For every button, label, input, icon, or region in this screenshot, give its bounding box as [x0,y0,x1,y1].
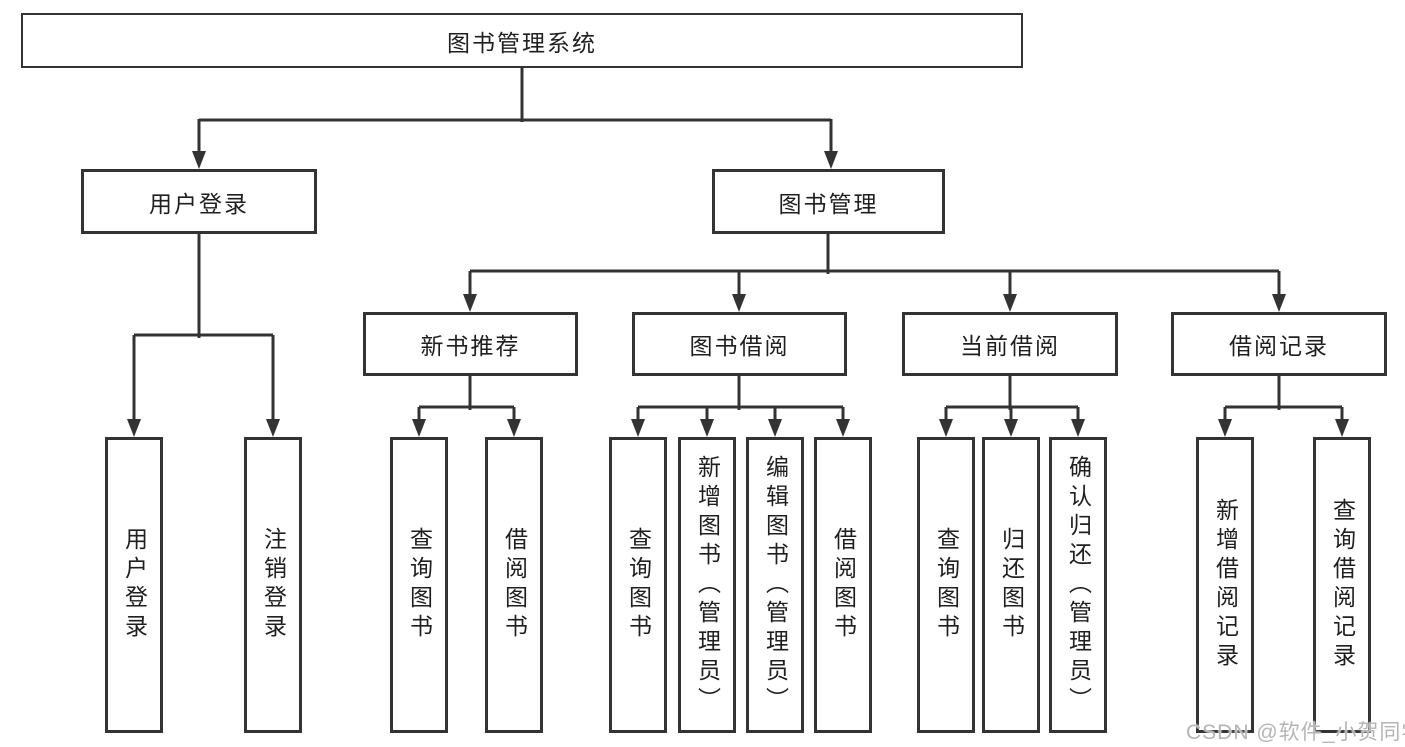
box-user-login-action-label: 用户登录 [121,527,148,643]
box-add-books-admin: 新增图书（管理员） [678,437,736,733]
box-borrow-books-action-label: 借阅图书 [830,527,857,643]
box-borrow-books-recommend: 借阅图书 [485,437,543,733]
box-user-login: 用户登录 [81,169,317,234]
box-user-login-label: 用户登录 [149,190,249,217]
box-return-books-label: 归还图书 [998,527,1025,643]
box-return-books: 归还图书 [982,437,1040,733]
box-query-books-current-label: 查询图书 [933,527,960,643]
box-logout-action: 注销登录 [244,437,302,733]
box-confirm-return-admin-label: 确认归还（管理员） [1065,454,1092,716]
box-book-management: 图书管理 [712,169,945,234]
box-borrowing-records: 借阅记录 [1171,312,1387,376]
box-book-borrowing-label: 图书借阅 [689,333,790,359]
box-query-books-current: 查询图书 [917,437,975,733]
box-query-borrow-record-label: 查询借阅记录 [1329,498,1356,672]
box-user-login-action: 用户登录 [105,437,163,733]
box-query-borrow-record: 查询借阅记录 [1313,437,1371,733]
box-library-system: 图书管理系统 [21,13,1023,68]
box-edit-books-admin: 编辑图书（管理员） [746,437,804,733]
box-current-borrowing: 当前借阅 [902,312,1118,376]
box-query-books-borrowing-label: 查询图书 [625,527,652,643]
box-query-books-recommend: 查询图书 [390,437,448,733]
box-library-system-label: 图书管理系统 [447,29,597,56]
box-query-books-recommend-label: 查询图书 [406,527,433,643]
box-borrowing-records-label: 借阅记录 [1229,333,1329,359]
box-query-books-borrowing: 查询图书 [609,437,667,733]
box-borrow-books-recommend-label: 借阅图书 [501,527,528,643]
box-book-borrowing: 图书借阅 [632,312,847,376]
box-new-book-recommend: 新书推荐 [363,312,578,376]
box-confirm-return-admin: 确认归还（管理员） [1049,437,1107,733]
box-borrow-books-action: 借阅图书 [814,437,872,733]
box-add-books-admin-label: 新增图书（管理员） [694,454,721,716]
box-add-borrow-record-label: 新增借阅记录 [1212,498,1239,672]
box-edit-books-admin-label: 编辑图书（管理员） [762,454,789,716]
box-new-book-recommend-label: 新书推荐 [420,333,521,359]
box-book-management-label: 图书管理 [778,190,879,217]
box-add-borrow-record: 新增借阅记录 [1196,437,1254,733]
box-current-borrowing-label: 当前借阅 [960,333,1060,359]
box-logout-action-label: 注销登录 [260,527,287,643]
